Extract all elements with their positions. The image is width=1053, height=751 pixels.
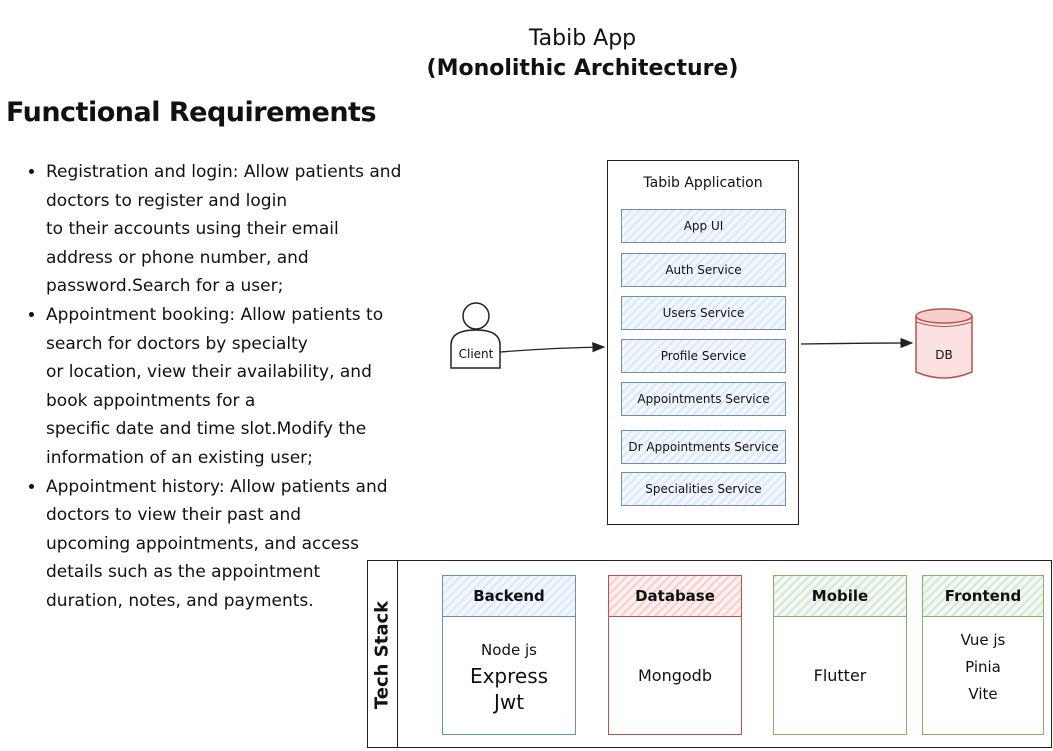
req-line: doctors to view their past and <box>46 505 302 526</box>
req-line: duration, notes, and payments. <box>46 590 314 611</box>
client-actor-icon <box>450 302 501 369</box>
app-to-db-arrow <box>800 337 914 349</box>
service-profile: Profile Service <box>621 339 786 373</box>
tech-item: Pinia <box>965 658 1001 676</box>
req-line: Appointment history: Allow patients and <box>46 476 388 497</box>
tech-card-title: Mobile <box>774 576 906 617</box>
req-line: password.Search for a user; <box>46 276 284 297</box>
tech-card-title: Backend <box>443 576 575 617</box>
req-line: to their accounts using their email <box>46 219 339 240</box>
tech-stack-divider <box>397 560 398 748</box>
req-line: or location, view their availability, an… <box>46 362 372 383</box>
req-line: information of an existing user; <box>46 447 313 468</box>
tech-card-body: Mongodb <box>609 617 741 734</box>
tech-stack-label: Tech Stack <box>371 600 393 710</box>
req-line: details such as the appointment <box>46 562 321 583</box>
service-dr-appointments: Dr Appointments Service <box>621 430 786 464</box>
requirements-list: Registration and login: Allow patients a… <box>16 158 438 616</box>
tech-item: Vite <box>968 685 998 703</box>
tech-card-mobile: Mobile Flutter <box>773 575 907 735</box>
req-line: Registration and login: Allow patients a… <box>46 162 402 182</box>
service-app-ui: App UI <box>621 209 786 243</box>
req-line: upcoming appointments, and access <box>46 533 359 554</box>
application-container <box>607 160 799 525</box>
diagram-subtitle: (Monolithic Architecture) <box>426 56 739 81</box>
tech-item: Express <box>469 663 549 688</box>
database-label: DB <box>935 348 953 362</box>
database-cylinder-icon <box>915 308 973 379</box>
service-auth: Auth Service <box>621 253 786 287</box>
req-line: search for doctors by specialty <box>46 333 308 354</box>
tech-item: Flutter <box>813 665 867 685</box>
tech-item: Vue js <box>960 631 1006 649</box>
tech-item: Jwt <box>493 689 525 714</box>
tech-card-body: Node js Express Jwt <box>443 617 575 734</box>
req-line: doctors to register and login <box>46 190 288 211</box>
service-users: Users Service <box>621 296 786 330</box>
tech-item: Node js <box>481 640 537 659</box>
service-appointments: Appointments Service <box>621 382 786 416</box>
tech-card-frontend: Frontend Vue js Pinia Vite <box>922 575 1044 735</box>
client-label: Client <box>458 347 494 361</box>
tech-card-database: Database Mongodb <box>608 575 742 735</box>
service-specialities: Specialities Service <box>621 472 786 506</box>
tech-item: Mongodb <box>638 665 712 685</box>
requirement-item: Appointment history: Allow patients and … <box>46 473 438 616</box>
tech-card-body: Vue js Pinia Vite <box>923 617 1043 734</box>
tech-stack-container <box>367 560 1052 748</box>
tech-card-title: Frontend <box>923 576 1043 617</box>
client-to-app-arrow <box>499 342 606 353</box>
diagram-title: Tabib App <box>528 26 637 51</box>
tech-card-title: Database <box>609 576 741 617</box>
req-line: specific date and time slot.Modify the <box>46 419 367 440</box>
tech-card-backend: Backend Node js Express Jwt <box>442 575 576 735</box>
requirement-item: Registration and login: Allow patients a… <box>46 158 438 301</box>
req-line: address or phone number, and <box>46 247 309 268</box>
application-title: Tabib Application <box>643 175 763 191</box>
req-line: Appointment booking: Allow patients to <box>46 304 384 325</box>
requirement-item: Appointment booking: Allow patients to s… <box>46 301 438 473</box>
req-line: book appointments for a <box>46 390 256 411</box>
tech-card-body: Flutter <box>774 617 906 734</box>
functional-requirements-heading: Functional Requirements <box>6 97 377 128</box>
